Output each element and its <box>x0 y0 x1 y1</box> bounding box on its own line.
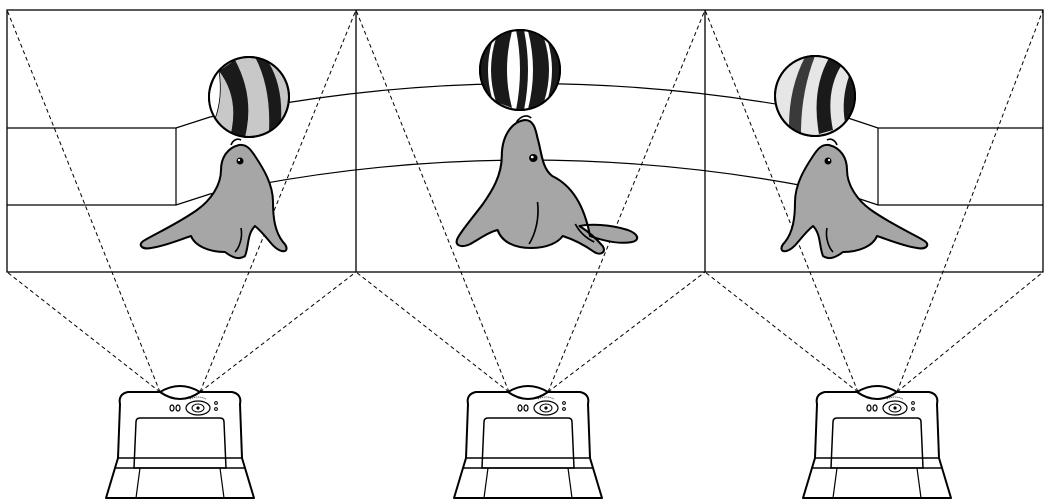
left-seal <box>139 138 288 260</box>
projection-beams <box>6 9 1044 393</box>
center-beach-ball <box>479 29 561 111</box>
right-seal <box>780 138 929 260</box>
right-beach-ball <box>774 55 856 137</box>
projection-screen <box>6 9 1044 273</box>
right-panel-scene <box>774 55 929 260</box>
left-beach-ball <box>208 56 290 138</box>
center-seal <box>455 115 639 255</box>
left-panel-scene <box>139 56 290 260</box>
projector-left <box>105 385 255 499</box>
projector-center <box>453 385 603 499</box>
projector-right <box>802 385 952 499</box>
center-panel-scene <box>455 29 639 255</box>
screen-outline <box>6 9 1044 273</box>
